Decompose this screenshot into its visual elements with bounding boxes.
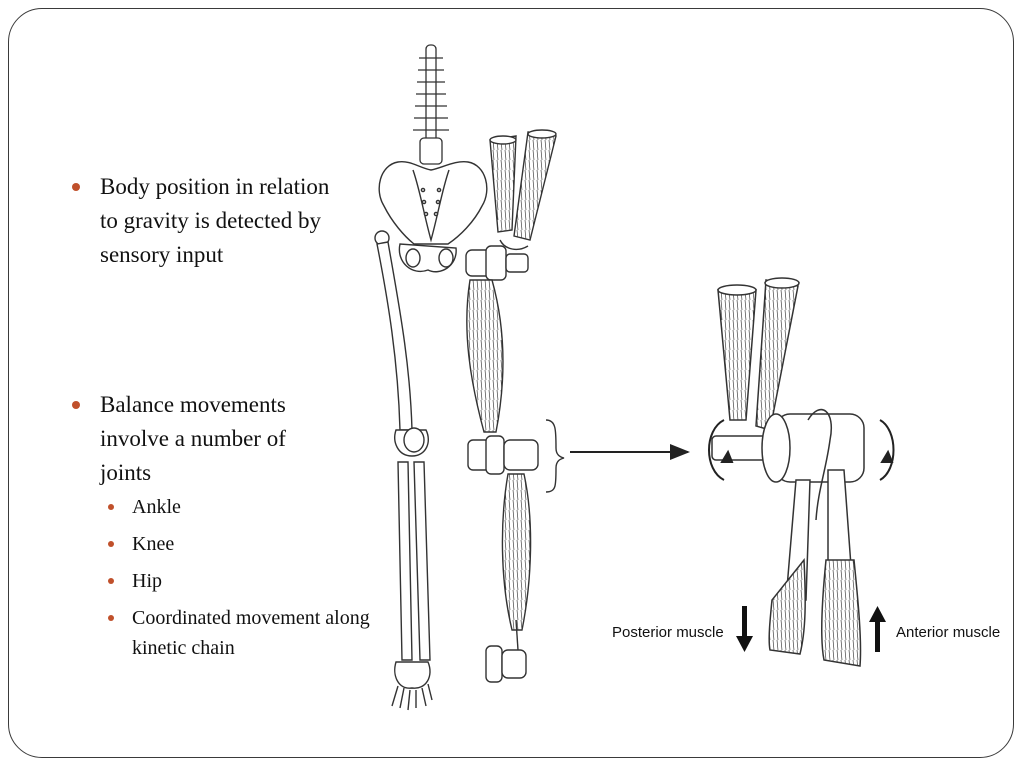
anterior-up-arrow — [869, 606, 886, 652]
brace-pointer — [545, 419, 565, 493]
posterior-down-arrow — [736, 606, 753, 652]
bullet-dot — [72, 183, 80, 191]
sub-bullet-text: Knee — [132, 533, 175, 555]
sub-bullet-text: Coordinated movement along kinetic chain — [132, 607, 370, 659]
enlarged-joint — [711, 277, 865, 667]
bullet-text: Body position in relation to gravity is … — [100, 174, 330, 267]
bullet-body-position: Body position in relation to gravity is … — [72, 170, 342, 272]
rotation-arrows — [708, 419, 895, 481]
leg-skeleton — [374, 230, 433, 711]
spine — [413, 44, 449, 165]
bullet-dot — [108, 615, 114, 621]
sub-bullet-kinetic-chain: Coordinated movement along kinetic chain — [108, 603, 378, 663]
sub-bullet-text: Hip — [132, 570, 162, 592]
bullet-text: Balance movements involve a number of jo… — [100, 392, 286, 485]
bullet-dot — [108, 504, 114, 510]
bullet-balance-movements: Balance movements involve a number of jo… — [72, 388, 342, 490]
sub-bullet-knee: Knee — [108, 529, 378, 559]
bullet-dot — [72, 401, 80, 409]
bullet-dot — [108, 541, 114, 547]
sub-bullet-hip: Hip — [108, 566, 378, 596]
pelvis — [378, 160, 488, 273]
bullet-dot — [108, 578, 114, 584]
sub-bullet-text: Ankle — [132, 496, 181, 518]
posterior-muscle-label: Posterior muscle — [612, 624, 724, 641]
anterior-muscle-label: Anterior muscle — [896, 624, 1000, 641]
joint-model — [465, 129, 557, 683]
sub-bullet-ankle: Ankle — [108, 492, 378, 522]
